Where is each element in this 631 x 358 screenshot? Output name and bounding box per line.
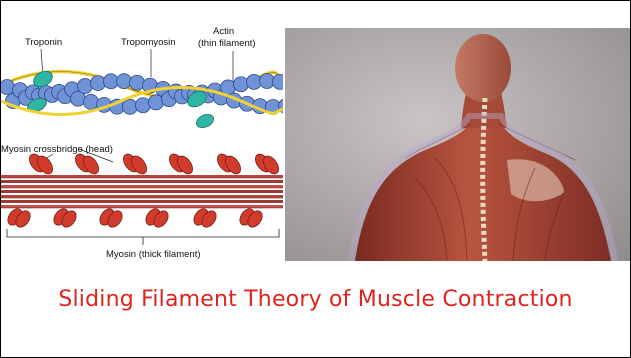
actin-label: Actin [213,26,234,37]
head [455,34,511,102]
actin-bead [78,79,93,94]
actin-bead [273,74,284,89]
myosin-bracket [7,229,279,237]
actin-bead [149,95,164,110]
actin-sublabel: (thin filament) [198,38,256,49]
actin-bead [91,76,106,91]
actin-bead [130,75,145,90]
troponin-label: Troponin [25,37,62,48]
actin-bead [136,98,151,113]
tropomyosin-label: Tropomyosin [121,37,176,48]
photo-svg [285,28,631,261]
filament-svg: Troponin Tropomyosin Actin (thin filamen… [1,1,283,263]
actin-bead [234,77,249,92]
actin-bead [84,94,99,109]
sliding-filament-diagram: Troponin Tropomyosin Actin (thin filamen… [1,1,283,263]
actin-bead [117,74,132,89]
slide-title: Sliding Filament Theory of Muscle Contra… [1,287,630,312]
back-muscles-photo [285,28,631,261]
actin-bead [123,99,138,114]
myosin-label: Myosin (thick filament) [106,249,201,260]
myosin-thick-filament [1,175,283,208]
crossbridge-label: Myosin crossbridge (head) [1,144,113,155]
